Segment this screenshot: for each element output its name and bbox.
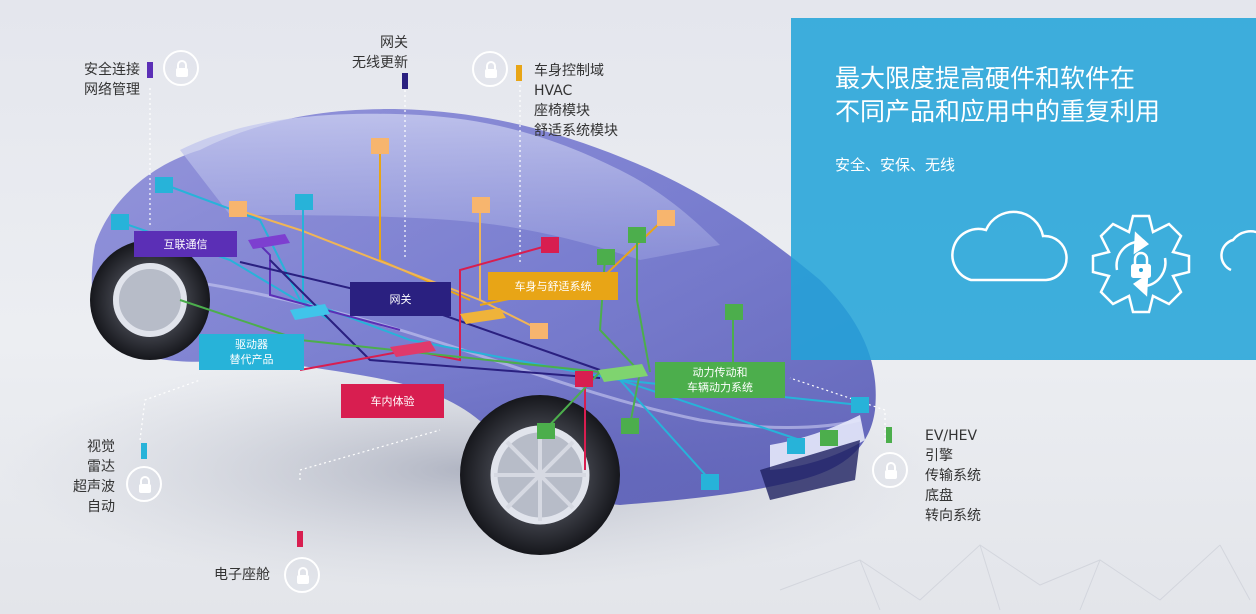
callout-line: EV/HEV bbox=[925, 428, 978, 444]
callout-line: 超声波 bbox=[73, 479, 115, 495]
callout-line: 无线更新 bbox=[352, 55, 408, 71]
callout-line: 引擎 bbox=[925, 448, 953, 464]
callout-line: HVAC bbox=[534, 83, 573, 99]
label-body-comfort: 车身与舒适系统 bbox=[488, 272, 618, 300]
cloud-icon bbox=[1220, 230, 1256, 272]
label-powertrain-line2: 车辆动力系统 bbox=[687, 381, 753, 394]
callout-line: 视觉 bbox=[87, 439, 115, 455]
callout-line: 座椅模块 bbox=[534, 103, 590, 119]
lock-icon bbox=[1131, 251, 1151, 278]
callout-adas: 视觉 雷达 超声波 自动 bbox=[40, 437, 115, 517]
label-driver-alt: 驱动器 替代产品 bbox=[199, 334, 304, 370]
lock-icon bbox=[472, 51, 508, 87]
cloud-icon bbox=[951, 210, 1068, 282]
panel-subtitle: 安全、安保、无线 bbox=[835, 156, 956, 174]
callout-bar-orange bbox=[516, 65, 522, 81]
label-driver-line2: 替代产品 bbox=[229, 353, 274, 366]
panel-graphics bbox=[951, 210, 1256, 314]
gear-icon bbox=[1091, 214, 1191, 314]
callout-body-control: 车身控制域 HVAC 座椅模块 舒适系统模块 bbox=[534, 61, 618, 141]
callout-line: 雷达 bbox=[87, 459, 115, 475]
label-incabin: 车内体验 bbox=[341, 384, 444, 418]
label-powertrain-line1: 动力传动和 bbox=[692, 366, 748, 379]
callout-secure-connection: 安全连接 网络管理 bbox=[58, 60, 140, 100]
callout-line: 安全连接 bbox=[84, 62, 140, 78]
lock-icon bbox=[872, 452, 908, 488]
callout-ev: EV/HEV 引擎 传输系统 底盘 转向系统 bbox=[925, 426, 981, 526]
label-powertrain: 动力传动和 车辆动力系统 bbox=[655, 362, 785, 398]
callout-line: 网络管理 bbox=[84, 82, 140, 98]
callout-bar-cyan bbox=[141, 443, 147, 459]
callout-bar-crimson bbox=[297, 531, 303, 547]
callout-line: 车身控制域 bbox=[534, 63, 604, 79]
panel-title: 最大限度提高硬件和软件在 不同产品和应用中的重复利用 bbox=[835, 62, 1160, 128]
callout-line: 网关 bbox=[380, 35, 408, 51]
callout-bar-green bbox=[886, 427, 892, 443]
callout-line: 自动 bbox=[87, 499, 115, 515]
callout-bar-purple bbox=[147, 62, 153, 78]
callout-line: 底盘 bbox=[925, 488, 953, 504]
label-connectivity: 互联通信 bbox=[134, 231, 237, 257]
lock-icon bbox=[126, 466, 162, 502]
lock-icon bbox=[163, 50, 199, 86]
label-gateway: 网关 bbox=[350, 282, 451, 316]
callout-bar-navy bbox=[402, 73, 408, 89]
callout-cockpit: 电子座舱 bbox=[190, 565, 270, 585]
panel-title-line2: 不同产品和应用中的重复利用 bbox=[835, 97, 1161, 126]
callout-line: 传输系统 bbox=[925, 468, 981, 484]
callout-gateway-ota: 网关 无线更新 bbox=[330, 33, 408, 73]
label-driver-line1: 驱动器 bbox=[235, 338, 268, 351]
callout-line: 转向系统 bbox=[925, 508, 981, 524]
lock-icon bbox=[284, 557, 320, 593]
callout-line: 电子座舱 bbox=[214, 567, 270, 583]
panel-title-line1: 最大限度提高硬件和软件在 bbox=[835, 64, 1136, 93]
callout-line: 舒适系统模块 bbox=[534, 123, 618, 139]
info-panel: 最大限度提高硬件和软件在 不同产品和应用中的重复利用 安全、安保、无线 bbox=[791, 18, 1256, 360]
